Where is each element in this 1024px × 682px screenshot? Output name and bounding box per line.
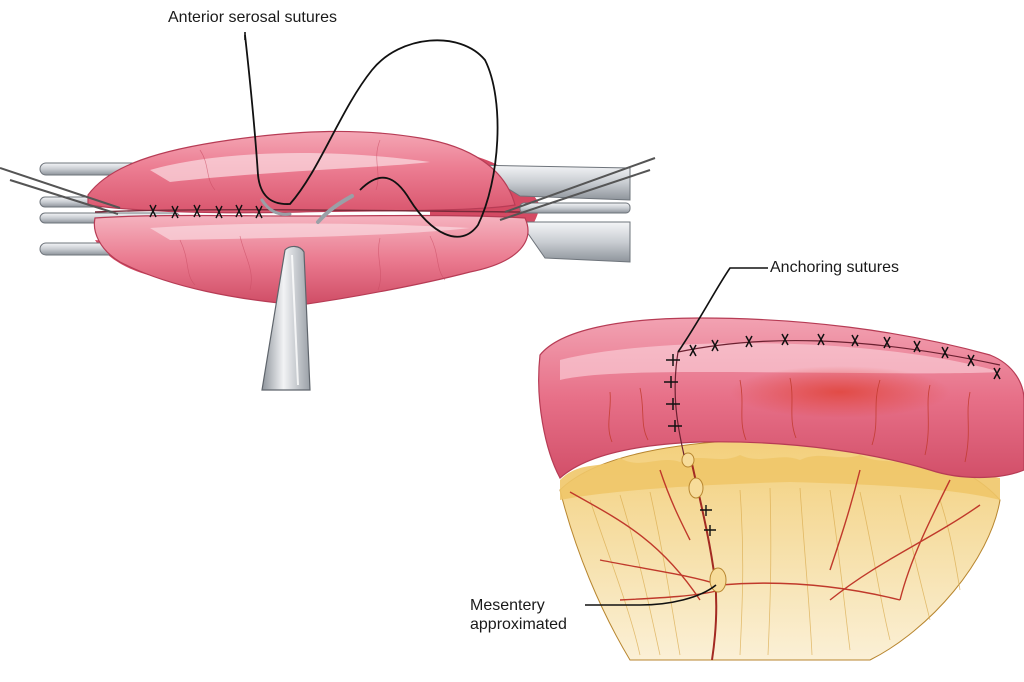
stitch bbox=[993, 367, 1001, 380]
stitch bbox=[149, 204, 157, 218]
vertical-stitch-row bbox=[664, 354, 682, 432]
bowel-hyperemic-patch bbox=[730, 366, 950, 418]
stitch bbox=[851, 334, 859, 347]
stitch bbox=[689, 344, 697, 357]
serosal-stitch-row bbox=[149, 204, 263, 219]
stitch bbox=[255, 205, 263, 219]
label-anterior-serosal-sutures: Anterior serosal sutures bbox=[168, 9, 337, 26]
stitch bbox=[666, 354, 680, 366]
stitch bbox=[668, 420, 682, 432]
stitch bbox=[941, 346, 949, 359]
leader-anchoring bbox=[677, 267, 768, 353]
stitch bbox=[711, 339, 719, 352]
stitch bbox=[193, 204, 201, 218]
left-anastomosis-figure bbox=[0, 34, 656, 391]
mesenteric-vessels bbox=[569, 469, 981, 601]
leader-mesentery bbox=[585, 584, 717, 606]
bowel-vessels-left bbox=[179, 139, 446, 291]
mesentery-stitches bbox=[700, 505, 716, 536]
stitch bbox=[817, 333, 825, 346]
upper-limb-highlight bbox=[150, 152, 430, 182]
leader-lines bbox=[244, 32, 768, 606]
right-bowel-figure bbox=[538, 317, 1024, 661]
anchoring-stitch-row bbox=[689, 333, 1001, 380]
stitch bbox=[883, 336, 891, 349]
label-anchoring-sutures: Anchoring sutures bbox=[770, 259, 899, 276]
needle-tip bbox=[260, 198, 292, 216]
stitch bbox=[215, 205, 223, 219]
retraction-wires bbox=[0, 157, 656, 221]
bowel-wall-vessels bbox=[608, 377, 971, 463]
forceps-highlight bbox=[291, 254, 299, 386]
forceps-instrument bbox=[261, 245, 311, 391]
upper-bowel-limb bbox=[87, 130, 516, 214]
bowel-clamp-right bbox=[468, 164, 631, 263]
stitch bbox=[664, 376, 678, 388]
mesentery-scallops bbox=[560, 455, 1000, 500]
label-mesentery-line1: Mesentery bbox=[470, 597, 545, 614]
stitch bbox=[781, 333, 789, 346]
stitch bbox=[967, 354, 975, 367]
suture-thread bbox=[244, 34, 499, 238]
stitch bbox=[235, 204, 243, 218]
label-mesentery-approximated: Mesentery approximated bbox=[470, 596, 567, 634]
stitch bbox=[745, 335, 753, 348]
mesentery-streaks bbox=[589, 487, 961, 656]
curved-needle bbox=[316, 194, 354, 224]
stitch bbox=[913, 340, 921, 353]
lower-limb-highlight bbox=[150, 223, 470, 240]
label-mesentery-line2: approximated bbox=[470, 616, 567, 633]
stitch bbox=[666, 398, 680, 410]
stitch bbox=[171, 205, 179, 219]
